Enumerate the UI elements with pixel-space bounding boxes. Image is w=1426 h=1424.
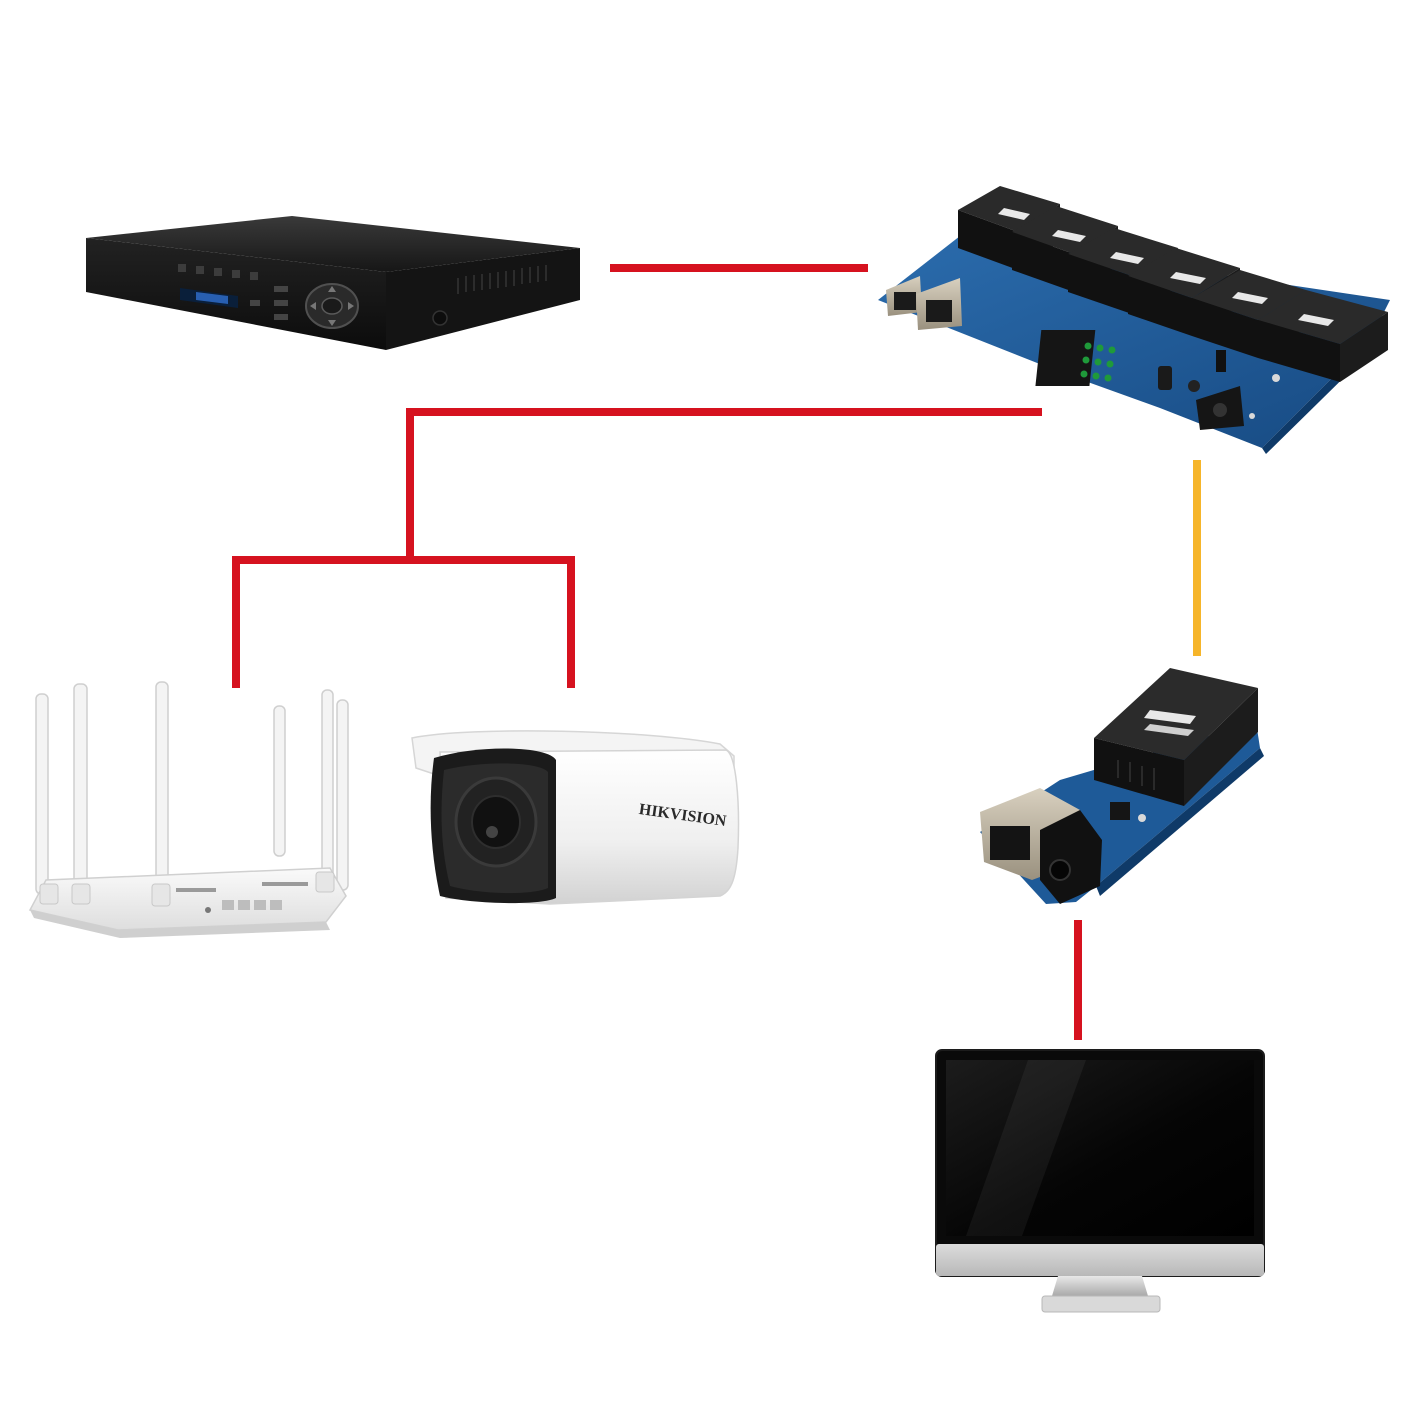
connection-lines — [232, 264, 1201, 1040]
link-branch-to-router — [232, 556, 410, 688]
nvr-recorder-icon — [86, 216, 580, 350]
switch-fiber-modules — [958, 186, 1388, 382]
fiber-switch-board-icon — [878, 186, 1390, 454]
monitor-icon — [935, 1049, 1265, 1313]
switch-rj45-ports — [886, 276, 962, 330]
switch-components — [1035, 330, 1280, 430]
wifi-router-icon — [28, 681, 349, 938]
bullet-camera-icon: HIKVISION — [411, 730, 740, 905]
link-branch-to-camera — [410, 556, 575, 688]
fiber-media-converter-icon — [980, 668, 1264, 904]
link-switch-to-endpoints — [406, 408, 1042, 560]
